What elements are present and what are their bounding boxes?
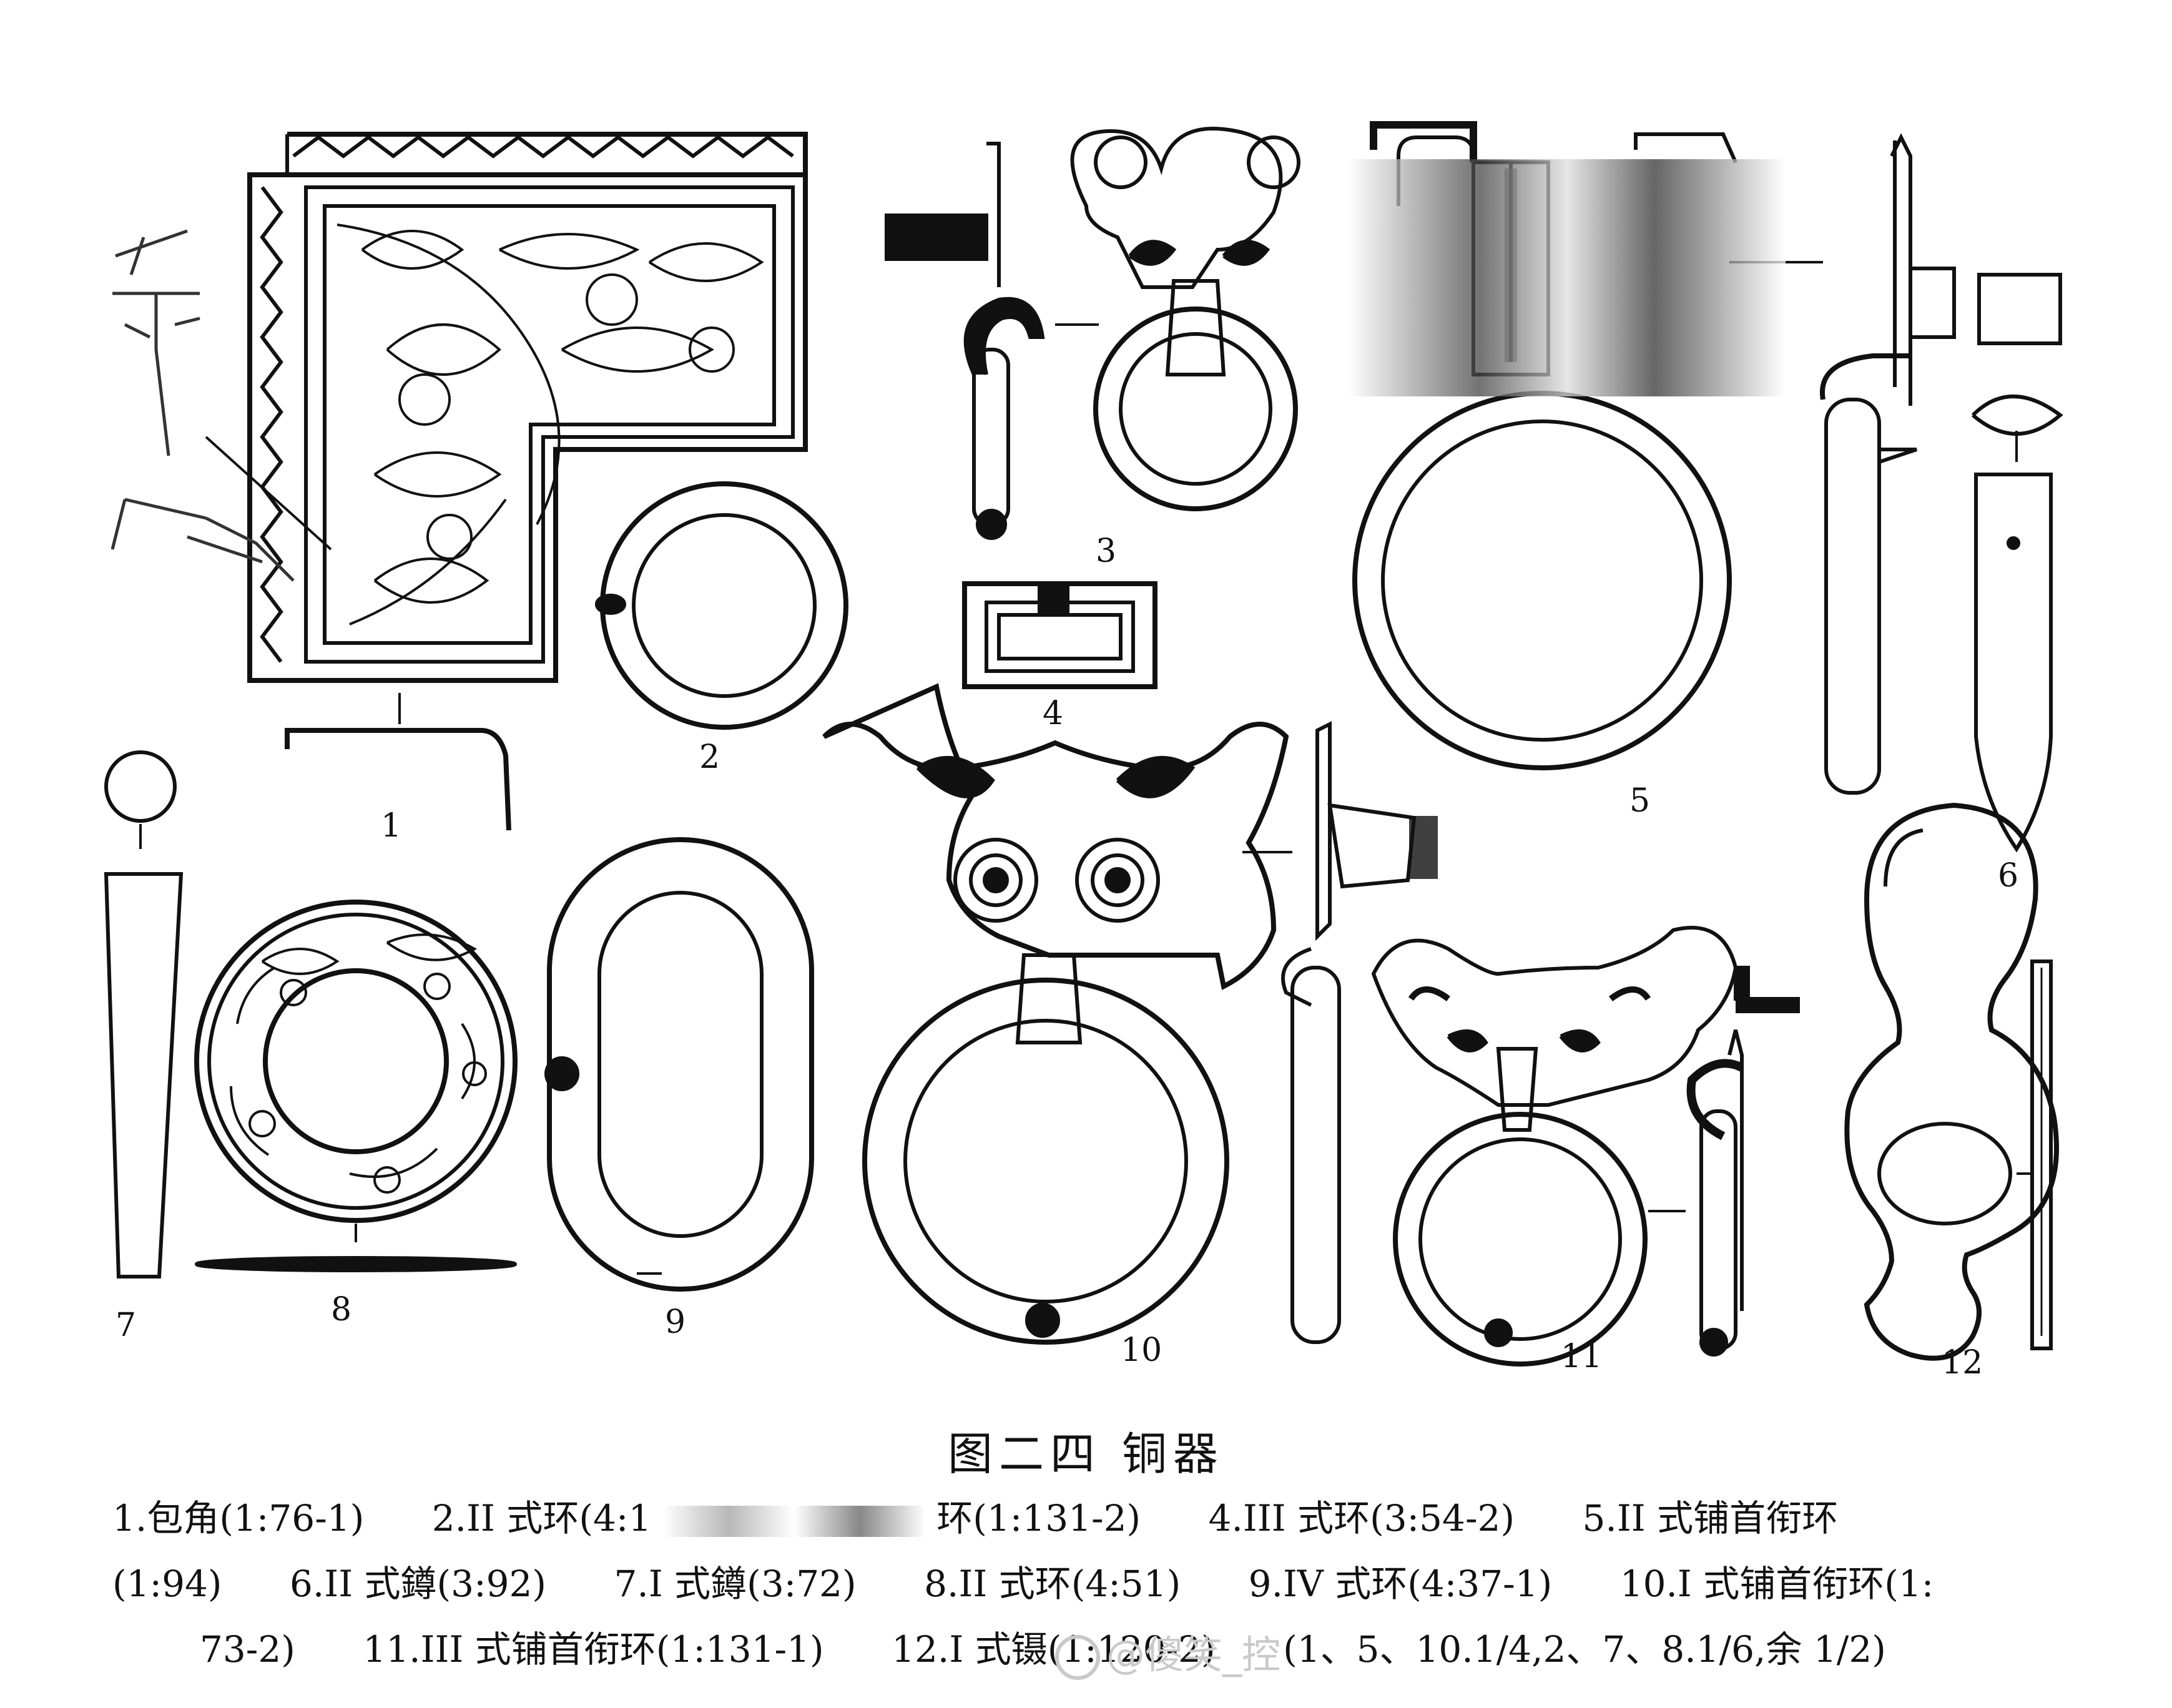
watermark-text: @傻笑_控	[1106, 1632, 1281, 1677]
caption-line-3: 73-2) 11.III 式铺首衔环(1:131-1) 12.I 式镊(1:12…	[200, 1620, 2148, 1672]
artifact-9-oval-ring	[544, 837, 814, 1292]
label-9: 9	[665, 1303, 686, 1341]
caption-item: 2.II 式环(4:1	[431, 1497, 652, 1539]
caption-item: 4.III 式环(3:54-2)	[1208, 1497, 1515, 1539]
caption-item: 9.IV 式环(4:37-1)	[1248, 1563, 1553, 1605]
weibo-icon	[1055, 1634, 1100, 1680]
leader-line	[205, 436, 332, 551]
caption-line-2: (1:94) 6.II 式鐏(3:92) 7.I 式鐏(3:72) 8.II 式…	[112, 1554, 2060, 1607]
label-11: 11	[1561, 1338, 1602, 1375]
caption-item: 12.I 式镊(1:120-2)	[892, 1628, 1216, 1671]
label-1: 1	[381, 807, 401, 845]
label-6: 6	[1998, 857, 2018, 895]
label-5: 5	[1629, 782, 1650, 820]
caption-item: 5.II 式铺首衔环	[1582, 1497, 1839, 1539]
artifact-12-tweezers	[1844, 802, 2059, 1361]
caption-item: (1:94)	[112, 1563, 222, 1605]
caption-item: 11.III 式铺首衔环(1:131-1)	[363, 1628, 824, 1671]
artifact-2-ring	[595, 481, 848, 730]
artifact-11-mask-knocker	[1371, 926, 1800, 1367]
label-10: 10	[1121, 1332, 1162, 1369]
label-8: 8	[331, 1291, 351, 1328]
artifact-6-ferrule	[1820, 133, 2063, 853]
label-3: 3	[1096, 533, 1116, 570]
handwritten-annotation	[111, 229, 295, 582]
figure-title: 图二四 铜器	[948, 1428, 1224, 1480]
caption-line-1: 1.包角(1:76-1) 2.II 式环(4:1 环(1:131-2) 4.II…	[112, 1489, 2060, 1541]
label-4: 4	[1043, 695, 1063, 732]
artifact-4-rect-ring	[962, 581, 1157, 689]
artifact-1-corner-fitting	[247, 132, 808, 831]
caption-item: (1、5、10.1/4,2、7、8.1/6,余 1/2)	[1283, 1628, 1886, 1671]
caption-item: 环(1:131-2)	[936, 1497, 1141, 1539]
watermark: @傻笑_控	[1055, 1623, 1280, 1680]
caption-item: 73-2)	[200, 1628, 295, 1671]
label-12: 12	[1942, 1344, 1983, 1382]
artifact-plate: 1 2 3 4 5 6 7 8 9 10 11 12	[104, 121, 2063, 1382]
caption-item: 8.II 式环(4:51)	[924, 1563, 1181, 1605]
artifact-10-mask-knocker	[822, 683, 1438, 1345]
caption-item: 1.包角(1:76-1)	[112, 1497, 365, 1539]
artifact-7-ferrule	[104, 750, 184, 1279]
caption-item: 10.I 式铺首衔环(1:	[1619, 1563, 1934, 1605]
caption-item: 7.I 式鐏(3:72)	[614, 1563, 857, 1605]
caption-item: 6.II 式鐏(3:92)	[289, 1563, 547, 1605]
blurred-region	[662, 1505, 925, 1537]
label-2: 2	[699, 739, 720, 776]
artifact-3-knocker	[885, 127, 1300, 540]
artifact-8-decorated-disc	[194, 900, 518, 1272]
label-7: 7	[115, 1307, 136, 1344]
